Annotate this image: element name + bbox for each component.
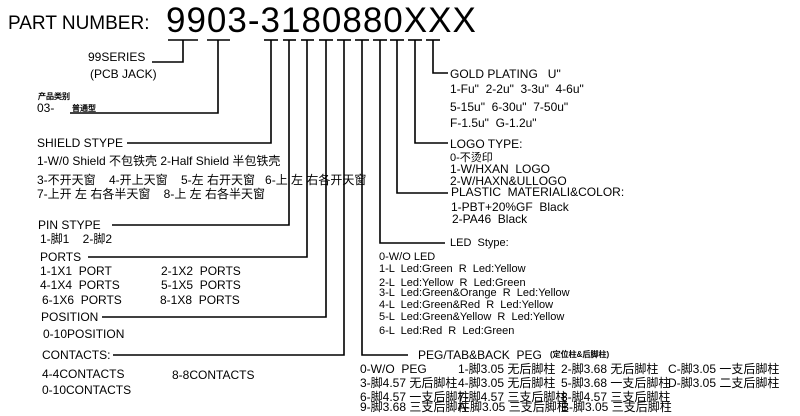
part-number-value: 9903-3180880XXX [166, 1, 477, 40]
peg-item: 9-脚3.68 三支后脚柱 [360, 400, 470, 414]
series-sub: (PCB JACK) [90, 67, 157, 81]
peg-label: PEG/TAB&BACK PEG [418, 348, 542, 362]
led-label: LED Stype: [450, 237, 509, 249]
plastic-row: 2-PA46 Black [452, 212, 528, 226]
peg-item: 7-脚4.57 三支后脚柱 [458, 390, 568, 404]
peg-item: 6-脚4.57 一支后脚柱 [360, 390, 470, 404]
peg-item: 8-脚4.57 三支后脚柱 [561, 390, 671, 404]
led-row: 5-L Led:Green&Yellow R Led:Yellow [379, 311, 565, 323]
peg-label-cn: (定位柱&后脚柱) [550, 350, 610, 359]
peg-item: 1-脚3.05 无后脚柱 [458, 362, 556, 376]
peg-item: 3-脚4.57 无后脚柱 [360, 376, 458, 390]
position-item: 0-10POSITION [43, 327, 125, 341]
peg-item: B-脚3.05 三支后脚柱 [561, 400, 672, 414]
led-row: 0-W/O LED [379, 251, 436, 263]
shield-row: 7-上开 左 右各半天窗 8-上 左 右各半天窗 [37, 187, 266, 201]
contacts-item: 4-4CONTACTS [42, 367, 125, 381]
peg-item: 2-脚3.68 无后脚柱 [561, 362, 659, 376]
plastic-row: 1-PBT+20%GF Black [451, 200, 569, 214]
ports-item: 8-1X8 PORTS [160, 293, 240, 307]
category-value: 普通型 [72, 104, 96, 113]
pin-label: PIN STYPE [38, 218, 101, 232]
logo-row: 1-W/HXAN LOGO [450, 162, 551, 176]
peg-item: D-脚3.05 二支后脚柱 [668, 376, 780, 390]
plastic-label: PLASTIC MATERIALI&COLOR: [451, 185, 625, 199]
led-row: 3-L Led:Green&Orange R Led:Yellow [379, 287, 570, 299]
category-code: 03- [37, 101, 55, 115]
contacts-item: 8-8CONTACTS [172, 368, 255, 382]
shield-row: 1-W/0 Shield 不包铁壳 2-Half Shield 半包铁壳 [37, 154, 281, 168]
logo-row: 2-W/HAXN&ULLOGO [450, 174, 567, 188]
contacts-item: 0-10CONTACTS [42, 383, 132, 397]
peg-item: 4-脚3.05 无后脚柱 [458, 376, 556, 390]
contacts-label: CONTACTS: [42, 348, 111, 362]
category-label: 产品类别 [38, 92, 70, 101]
ports-item: 1-1X1 PORT [40, 264, 112, 278]
part-number-title: PART NUMBER: [8, 13, 150, 34]
peg-item: 0-W/O PEG [360, 362, 427, 376]
position-label: POSITION [41, 310, 99, 324]
logo-row: 0-不烫印 [450, 152, 493, 164]
ports-item: 4-1X4 PORTS [40, 278, 120, 292]
gold-row: 1-Fu" 2-2u" 3-3u" 4-6u" [450, 82, 584, 96]
gold-row: F-1.5u" G-1.2u" [450, 116, 537, 130]
peg-item: 5-脚3.68 一支后脚柱 [561, 376, 671, 390]
pin-row: 1-脚1 2-脚2 [40, 232, 113, 246]
logo-label: LOGO TYPE: [450, 137, 523, 151]
series-label: 99SERIES [88, 50, 146, 64]
peg-item: A-脚3.05 三支后脚柱 [458, 400, 569, 414]
led-row: 2-L Led:Yellow R Led:Green [379, 277, 526, 289]
led-row: 4-L Led:Green&Red R Led:Yellow [379, 299, 554, 311]
ports-label: PORTS [40, 250, 82, 264]
gold-row: 5-15u" 6-30u" 7-50u" [450, 100, 569, 114]
gold-label: GOLD PLATING U" [450, 67, 561, 81]
ports-item: 2-1X2 PORTS [161, 264, 241, 278]
ports-item: 5-1X5 PORTS [161, 278, 241, 292]
peg-item: C-脚3.05 一支后脚柱 [668, 362, 780, 376]
shield-row: 3-不开天窗 4-开上天窗 5-左 右开天窗 6-上 左 右各开天窗 [37, 173, 367, 187]
led-row: 6-L Led:Red R Led:Green [379, 325, 515, 337]
shield-label: SHIELD STYPE [37, 136, 124, 150]
ports-item: 6-1X6 PORTS [42, 293, 122, 307]
led-row: 1-L Led:Green R Led:Yellow [379, 263, 526, 275]
